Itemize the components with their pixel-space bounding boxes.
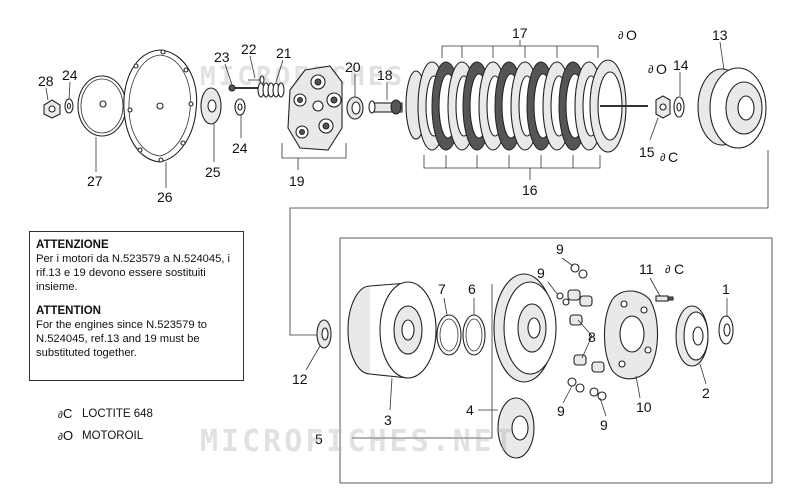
- loctite-marker-15: C: [668, 149, 678, 165]
- callout-14: 14: [673, 57, 689, 73]
- callout-24a: 24: [62, 67, 78, 83]
- callout-19: 19: [289, 173, 305, 189]
- callout-11: 11: [639, 261, 654, 277]
- callout-9b: 9: [537, 265, 545, 281]
- part-7-o-ring: [436, 314, 462, 356]
- callout-27: 27: [87, 173, 103, 189]
- notice-title-it: ATTENZIONE: [36, 239, 109, 251]
- callout-15: 15: [639, 144, 655, 160]
- loctite-marker-15-drop: ∂: [660, 152, 666, 164]
- motoroil-label: MOTOROIL: [82, 429, 144, 442]
- callout-4: 4: [466, 402, 474, 418]
- callout-6: 6: [468, 281, 476, 297]
- part-16-17-plate-stack: [405, 59, 648, 153]
- callout-8: 8: [588, 329, 596, 345]
- callout-24b: 24: [232, 140, 248, 156]
- part-24-washer-left: [64, 98, 74, 114]
- callout-13: 13: [712, 27, 728, 43]
- loctite-marker-11: C: [674, 261, 684, 277]
- callout-26: 26: [157, 189, 173, 205]
- callout-9d: 9: [600, 417, 608, 433]
- callout-25: 25: [205, 164, 221, 180]
- part-11-bolt: [655, 295, 674, 302]
- part-26-cover-gasket: [123, 49, 198, 163]
- part-23-pin: [228, 84, 260, 92]
- loctite-symbol: ∂C: [58, 406, 82, 421]
- part-19-pressure-plate: [287, 65, 343, 151]
- part-8-springs: [567, 289, 605, 373]
- part-20-bearing: [346, 96, 364, 120]
- oil-marker-1-drop: ∂: [618, 30, 624, 42]
- attention-notice: ATTENZIONE Per i motori da N.523579 a N.…: [29, 231, 244, 381]
- lubrication-markers: ∂ O ∂ O ∂ C ∂ C: [618, 27, 684, 277]
- part-21-coil-spring: [257, 82, 285, 98]
- callout-23: 23: [214, 49, 230, 65]
- oil-marker-2: O: [656, 61, 667, 77]
- legend-loctite: ∂C LOCTITE 648: [58, 406, 153, 421]
- loctite-label: LOCTITE 648: [82, 407, 153, 420]
- part-10-spring-plate: [604, 290, 658, 380]
- part-12-thrust-washer: [316, 319, 332, 349]
- callout-12: 12: [292, 371, 308, 387]
- part-15-nut: [655, 95, 671, 119]
- part-4-primary-gear: [493, 273, 557, 459]
- oil-marker-1: O: [626, 27, 637, 43]
- part-27-cover-disc: [77, 75, 127, 137]
- part-9-caps: [556, 263, 607, 401]
- loctite-letter: C: [62, 406, 73, 421]
- part-2-gear: [675, 305, 709, 367]
- part-14-washer: [673, 96, 685, 118]
- callout-18: 18: [377, 67, 393, 83]
- part-6-o-ring: [462, 314, 486, 356]
- legend-motoroil: ∂O MOTOROIL: [58, 428, 143, 443]
- notice-text-it: Per i motori da N.523579 a N.524045, i r…: [36, 253, 231, 293]
- watermark-bottom: MICROFICHES.NET: [200, 424, 516, 459]
- loctite-drop: ∂: [58, 410, 63, 421]
- callout-5: 5: [315, 431, 323, 447]
- part-13-clutch-hub: [697, 67, 767, 149]
- part-18-push-rod: [368, 99, 403, 115]
- callout-10: 10: [636, 399, 652, 415]
- part-25-disc: [200, 87, 222, 125]
- callout-9a: 9: [556, 241, 564, 257]
- loctite-marker-11-drop: ∂: [665, 264, 671, 276]
- notice-text-en: For the engines since N.523579 to N.5240…: [36, 319, 208, 359]
- callout-22: 22: [241, 41, 257, 57]
- callout-9c: 9: [557, 403, 565, 419]
- callout-17: 17: [512, 25, 528, 41]
- callout-3: 3: [384, 412, 392, 428]
- callout-20: 20: [345, 59, 361, 75]
- callout-16: 16: [522, 182, 538, 198]
- oil-marker-2-drop: ∂: [648, 64, 654, 76]
- part-1-washer: [718, 315, 734, 345]
- part-28-nut: [43, 99, 61, 119]
- callout-labels: 28 24 27 26 25 24 23 22 21 20 19 18 17 1…: [38, 25, 730, 447]
- callout-28: 28: [38, 73, 54, 89]
- callout-2: 2: [702, 385, 710, 401]
- part-3-clutch-housing: [347, 281, 437, 379]
- callout-1: 1: [722, 281, 730, 297]
- notice-title-en: ATTENTION: [36, 305, 101, 317]
- part-24-washer-right: [234, 98, 246, 116]
- callout-7: 7: [438, 281, 446, 297]
- callout-21: 21: [276, 45, 292, 61]
- oil-letter: O: [62, 428, 74, 443]
- oil-drop: ∂: [58, 432, 63, 443]
- oil-symbol: ∂O: [58, 428, 82, 443]
